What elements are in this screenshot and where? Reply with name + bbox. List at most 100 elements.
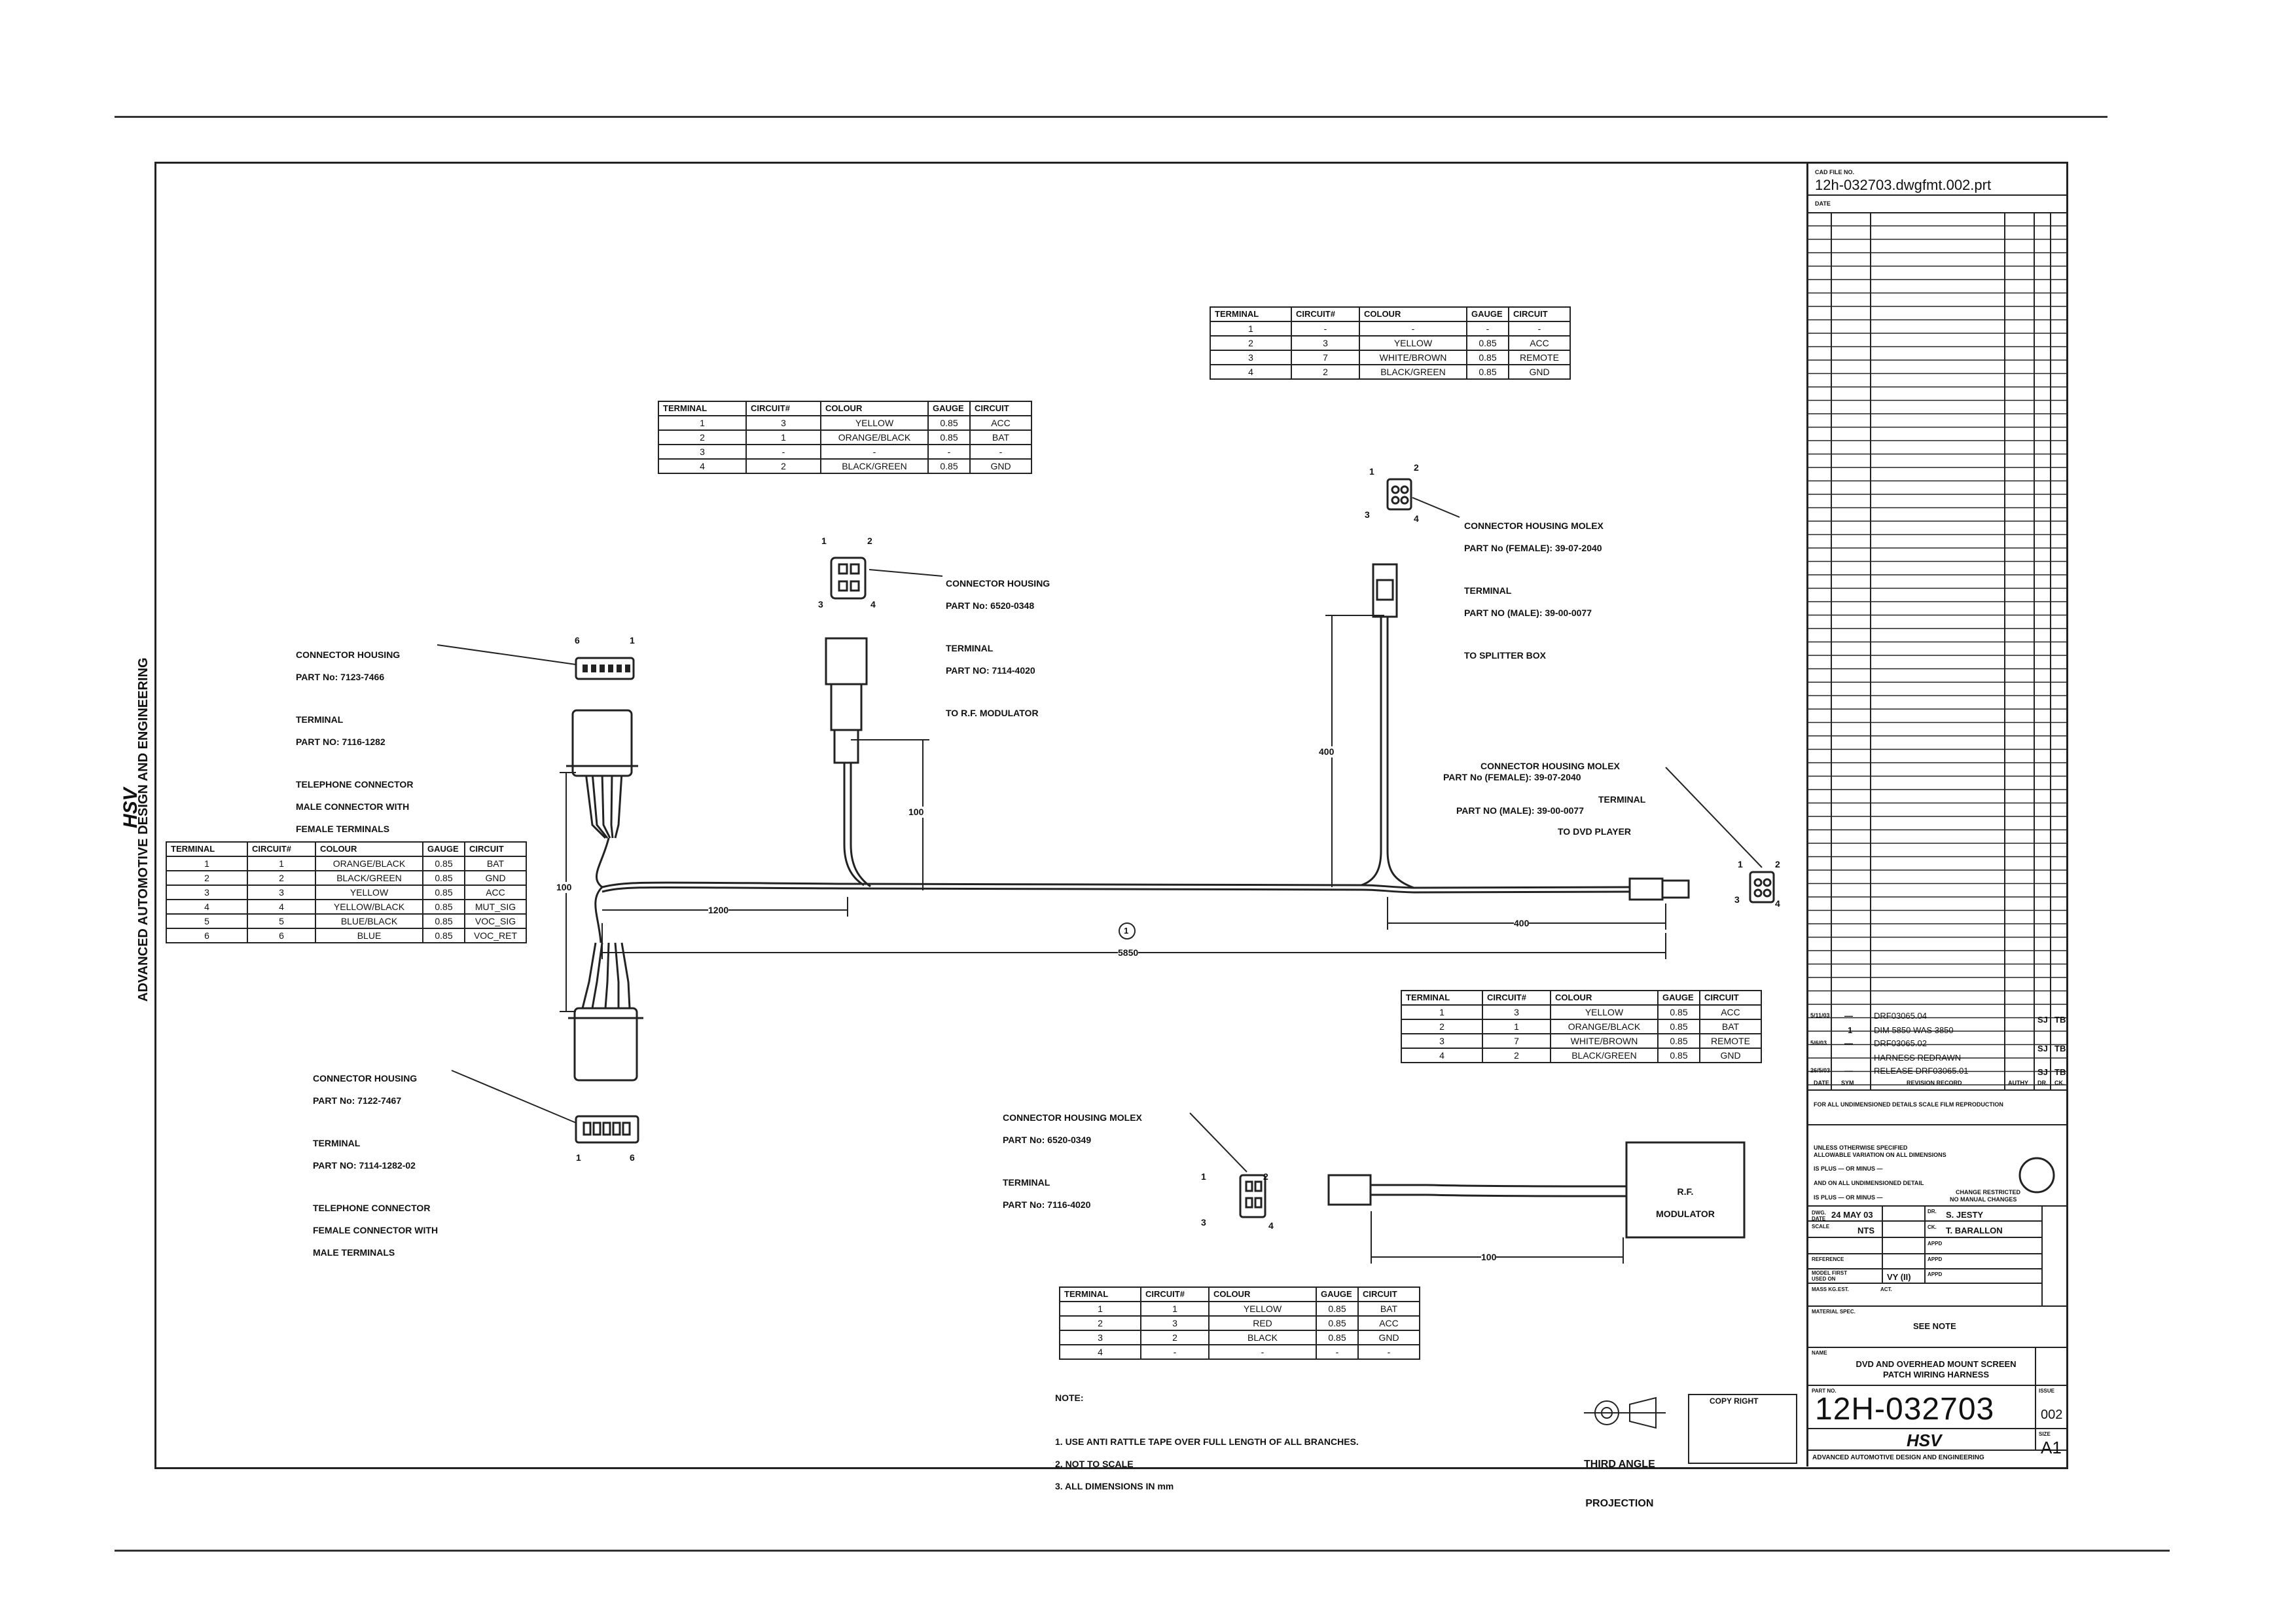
note-3: 3. ALL DIMENSIONS IN mm xyxy=(1055,1481,1174,1491)
rf-mod-pin-1: 1 xyxy=(1201,1171,1206,1182)
rf-top-label: CONNECTOR HOUSING PART No: 6520-0348 TER… xyxy=(946,567,1050,730)
table-cell: BAT xyxy=(464,856,527,871)
rev2-dash: — xyxy=(1844,1038,1853,1048)
table-cell: 0.85 xyxy=(1316,1315,1359,1331)
splitter-pin-2: 2 xyxy=(1414,462,1419,473)
model-value: VY (II) xyxy=(1887,1272,1911,1282)
table-cell: REMOTE xyxy=(1699,1033,1762,1049)
dvd-pin-4: 4 xyxy=(1775,898,1780,909)
rf-mod-pin-4: 4 xyxy=(1268,1220,1274,1231)
th-circuit: CIRCUIT xyxy=(969,401,1032,416)
rev-grid xyxy=(1831,213,2051,1090)
table-header-row: TERMINAL CIRCUIT# COLOUR GAUGE CIRCUIT xyxy=(1059,1286,1420,1302)
dvd-pin-1: 1 xyxy=(1738,859,1743,869)
table-cell: BLUE xyxy=(315,928,423,943)
rf-mod-face xyxy=(1239,1174,1266,1218)
title-block-logo: HSV xyxy=(1907,1431,1942,1450)
table-cell: ACC xyxy=(464,884,527,900)
table-cell: GND xyxy=(1357,1330,1420,1345)
table-cell: 0.85 xyxy=(422,884,465,900)
dr-label: DR. xyxy=(1928,1209,1937,1214)
notes-heading: NOTE: xyxy=(1055,1393,1084,1403)
tolerance-3: IS PLUS — OR MINUS — xyxy=(1814,1165,1883,1172)
table-cell: ORANGE/BLACK xyxy=(1550,1019,1659,1034)
projection-symbol xyxy=(1584,1396,1666,1429)
table-dvd: TERMINAL CIRCUIT# COLOUR GAUGE CIRCUIT 1… xyxy=(1401,990,1762,1063)
splitter-housing xyxy=(1372,563,1398,618)
dvd-pin-3: 3 xyxy=(1734,894,1740,905)
tel-male-housing xyxy=(566,709,638,777)
table-cell: 3 xyxy=(1059,1330,1141,1345)
table-cell: YELLOW xyxy=(315,884,423,900)
table-cell: 7 xyxy=(1482,1033,1551,1049)
rf-mod-box-line1: R.F. xyxy=(1677,1186,1694,1197)
title-block-grid xyxy=(1808,194,2068,1451)
dvd-face xyxy=(1749,871,1775,903)
tel-female-desc-1: TELEPHONE CONNECTOR xyxy=(313,1203,431,1213)
table-cell: 0.85 xyxy=(927,415,971,431)
table-cell: ACC xyxy=(1508,335,1571,351)
table-cell: YELLOW xyxy=(1550,1004,1659,1020)
rf-mod-pin-3: 3 xyxy=(1201,1217,1206,1228)
rev1-dash: — xyxy=(1844,1011,1853,1021)
table-cell: BLACK/GREEN xyxy=(1359,364,1467,380)
table-cell: 5 xyxy=(166,913,248,929)
table-cell: BLACK xyxy=(1208,1330,1317,1345)
table-cell: 0.85 xyxy=(1466,350,1509,365)
table-cell: 3 xyxy=(1401,1033,1483,1049)
rf-top-housing-part: PART No: 6520-0348 xyxy=(946,600,1035,611)
splitter-branch-2 xyxy=(1386,615,1414,889)
rev2b-desc: HARNESS REDRAWN xyxy=(1874,1053,1962,1063)
table-cell: 0.85 xyxy=(1466,335,1509,351)
table-cell: - xyxy=(1291,321,1360,337)
table-cell: 3 xyxy=(247,884,316,900)
table-cell: 4 xyxy=(247,899,316,915)
table-cell: GND xyxy=(464,870,527,886)
table-cell: 2 xyxy=(1059,1315,1141,1331)
mass-act: ACT. xyxy=(1880,1286,1892,1292)
material-label: MATERIAL SPEC. xyxy=(1812,1309,1856,1315)
splitter-terminal-part: PART NO (MALE): 39-00-0077 xyxy=(1464,608,1592,618)
dim-100-mid: 100 xyxy=(908,807,924,818)
splitter-dest: TO SPLITTER BOX xyxy=(1464,650,1546,661)
mass-label: MASS KG. xyxy=(1812,1286,1838,1292)
rev2-by: SJ xyxy=(2037,1044,2048,1053)
dr-name: S. JESTY xyxy=(1946,1210,1984,1220)
tel-male-desc-2: MALE CONNECTOR WITH xyxy=(296,801,410,812)
rf-top-dest: TO R.F. MODULATOR xyxy=(946,708,1039,718)
table-cell: 7 xyxy=(1291,350,1360,365)
issue-label: ISSUE xyxy=(2039,1388,2055,1394)
tel-male-face xyxy=(575,657,635,680)
table-cell: - xyxy=(1140,1344,1210,1360)
table-cell: 3 xyxy=(1482,1004,1551,1020)
main-trunk-wire xyxy=(601,881,1630,889)
tel-male-terminal-part: PART NO: 7116-1282 xyxy=(296,737,386,747)
model-label: MODEL FIRST USED ON xyxy=(1812,1270,1848,1282)
table-cell: 3 xyxy=(1291,335,1360,351)
table-cell: ACC xyxy=(969,415,1032,431)
table-cell: BLACK/GREEN xyxy=(315,870,423,886)
rf-mod-terminal-label: TERMINAL xyxy=(1003,1177,1050,1188)
table-cell: - xyxy=(1357,1344,1420,1360)
part-no-label: PART NO. xyxy=(1812,1388,1837,1394)
dvd-terminal-part: PART NO (MALE): 39-00-0077 xyxy=(1456,805,1585,816)
table-cell: 4 xyxy=(1210,364,1292,380)
table-cell: 0.85 xyxy=(927,429,971,445)
table-cell: 1 xyxy=(1059,1301,1141,1317)
dvd-housing-part: PART No (FEMALE): 39-07-2040 xyxy=(1443,772,1581,782)
table-cell: 0.85 xyxy=(927,458,971,474)
table-cell: REMOTE xyxy=(1508,350,1571,365)
part-no-value: 12H-032703 xyxy=(1815,1392,1995,1427)
table-splitter: TERMINAL CIRCUIT# COLOUR GAUGE CIRCUIT 1… xyxy=(1210,306,1571,380)
